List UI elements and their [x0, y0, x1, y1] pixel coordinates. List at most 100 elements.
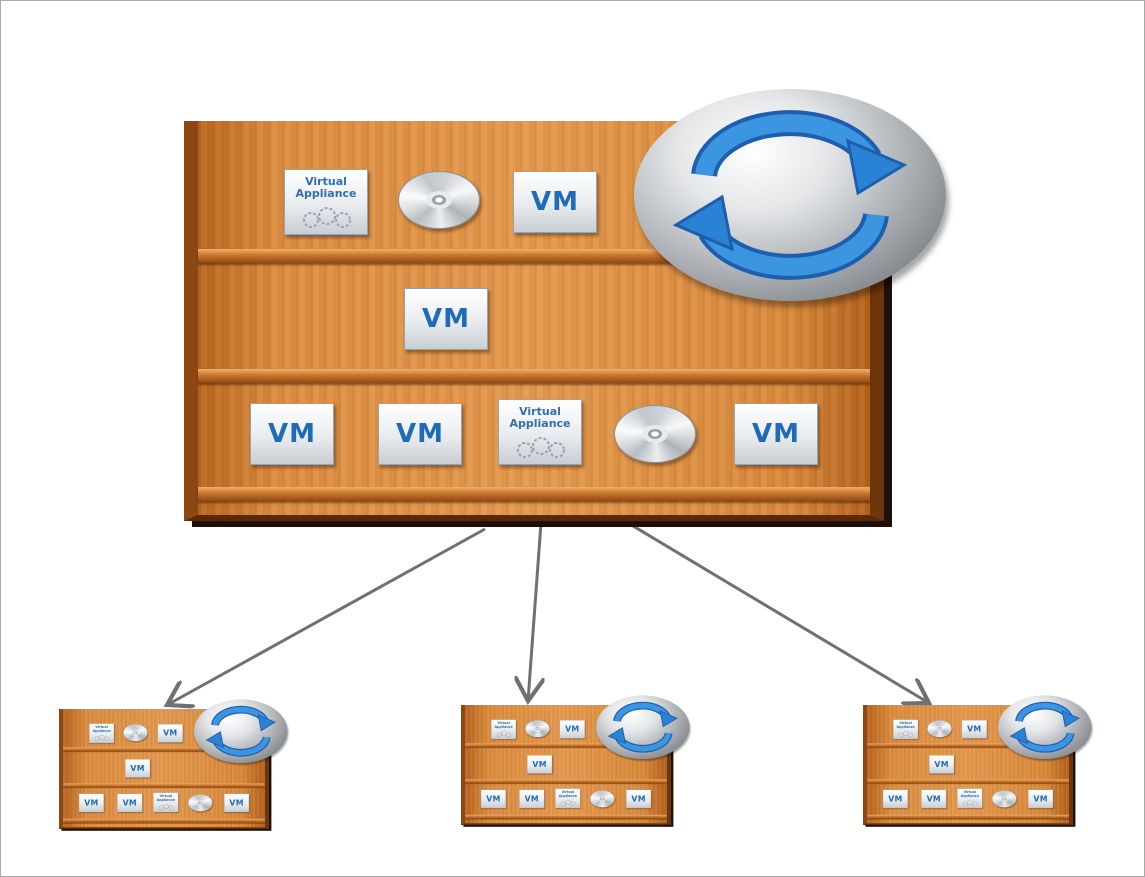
virtual-appliance-label-line1: Virtual — [963, 790, 977, 795]
gears-icon — [898, 730, 914, 738]
vm-tile: VM — [125, 759, 151, 778]
vm-tile: VM — [882, 789, 908, 809]
library-inner: Virtual Appliance VM VM VM — [59, 699, 288, 829]
arrow-to-subscriber-1 — [167, 527, 486, 705]
gears-icon — [94, 734, 110, 742]
vm-tile: VM — [480, 789, 506, 809]
vm-tile: VM — [513, 171, 597, 233]
virtual-appliance-label-line1: Virtual — [497, 721, 510, 726]
vm-label: VM — [888, 794, 903, 804]
virtual-appliance-label-line1: Virtual — [561, 790, 575, 795]
sync-icon — [194, 699, 288, 763]
shelf-plank — [465, 743, 667, 748]
virtual-appliance-label-line2: Appliance — [494, 724, 513, 729]
virtual-appliance-label-line1: Virtual — [95, 725, 108, 730]
virtual-appliance-tile: Virtual Appliance — [893, 719, 919, 740]
virtual-appliance-label-line2: Appliance — [960, 793, 979, 798]
vm-tile: VM — [117, 793, 143, 813]
shelf-plank — [867, 814, 1069, 819]
shelf-plank — [63, 747, 265, 752]
vm-label: VM — [229, 798, 244, 808]
arrow-to-subscriber-3 — [612, 512, 929, 703]
disc-icon — [398, 171, 480, 229]
vm-tile: VM — [527, 755, 553, 774]
vm-tile: VM — [224, 793, 250, 813]
disc-icon — [525, 720, 550, 738]
vm-tile: VM — [157, 724, 183, 743]
bookshelf: Virtual Appliance VM VM VM — [461, 705, 671, 825]
virtual-appliance-label-line1: Virtual — [305, 175, 347, 188]
virtual-appliance-label-line1: Virtual — [159, 794, 173, 799]
vm-tile: VM — [404, 288, 488, 350]
sync-arrows-icon — [607, 701, 678, 753]
sync-arrows-icon — [205, 705, 276, 757]
gears-icon — [303, 207, 351, 228]
virtual-appliance-label-line2: Appliance — [896, 724, 915, 729]
vm-label: VM — [967, 724, 982, 734]
virtual-appliance-label-line2: Appliance — [509, 417, 571, 430]
vm-label: VM — [631, 794, 646, 804]
virtual-appliance-label-line1: Virtual — [899, 721, 912, 726]
sync-arrows-icon — [672, 110, 908, 280]
vm-tile: VM — [559, 720, 585, 739]
shelf-plank — [198, 487, 870, 501]
virtual-appliance-label-line1: Virtual — [519, 405, 561, 418]
vm-label: VM — [122, 798, 137, 808]
gears-icon — [496, 730, 512, 738]
vm-tile: VM — [1028, 789, 1054, 809]
vm-tile: VM — [250, 403, 334, 465]
gears-icon — [560, 799, 576, 807]
disc-icon — [614, 405, 696, 463]
vm-tile: VM — [626, 789, 652, 809]
virtual-appliance-tile: Virtual Appliance — [555, 788, 581, 809]
disc-icon — [927, 720, 952, 738]
vm-label: VM — [524, 794, 539, 804]
vm-label: VM — [163, 728, 178, 738]
virtual-appliance-label-line2: Appliance — [156, 797, 175, 802]
vm-tile: VM — [961, 720, 987, 739]
vm-label: VM — [934, 759, 949, 769]
vm-label: VM — [130, 763, 145, 773]
sync-arrows-icon — [1009, 701, 1080, 753]
shelf-plank — [465, 814, 667, 819]
virtual-appliance-label-line2: Appliance — [558, 793, 577, 798]
vm-label: VM — [486, 794, 501, 804]
subscriber-library-1: Virtual Appliance VM VM VM — [59, 699, 288, 831]
shelf-plank — [63, 783, 265, 788]
gears-icon — [158, 803, 174, 811]
vm-label: VM — [84, 798, 99, 808]
sync-icon — [634, 89, 946, 301]
virtual-appliance-tile: Virtual Appliance — [284, 169, 368, 235]
vm-label: VM — [532, 759, 547, 769]
shelf-plank — [867, 779, 1069, 784]
disc-icon — [123, 724, 148, 742]
virtual-appliance-label-line2: Appliance — [295, 187, 357, 200]
sync-icon — [998, 695, 1092, 759]
virtual-appliance-tile: Virtual Appliance — [957, 788, 983, 809]
disc-icon — [188, 794, 213, 812]
vm-tile: VM — [734, 403, 818, 465]
shelf-plank — [198, 369, 870, 383]
vm-tile: VM — [378, 403, 462, 465]
bookshelf: Virtual Appliance VM VM VM — [863, 705, 1073, 825]
library-inner: Virtual Appliance VM VM VM — [184, 89, 946, 521]
virtual-appliance-tile: Virtual Appliance — [498, 399, 582, 465]
disc-icon — [590, 790, 615, 808]
gears-icon — [962, 799, 978, 807]
virtual-appliance-tile: Virtual Appliance — [491, 719, 517, 740]
vm-label: VM — [268, 419, 316, 449]
vm-label: VM — [422, 304, 470, 334]
vm-label: VM — [531, 187, 579, 217]
library-inner: Virtual Appliance VM VM VM — [863, 695, 1092, 825]
subscriber-library-3: Virtual Appliance VM VM VM — [863, 695, 1092, 827]
shelf-plank — [465, 779, 667, 784]
vm-tile: VM — [929, 755, 955, 774]
virtual-appliance-tile: Virtual Appliance — [153, 792, 179, 813]
vm-label: VM — [926, 794, 941, 804]
arrow-to-subscriber-2 — [528, 522, 541, 701]
vm-tile: VM — [519, 789, 545, 809]
vm-tile: VM — [921, 789, 947, 809]
virtual-appliance-label-line2: Appliance — [92, 728, 111, 733]
